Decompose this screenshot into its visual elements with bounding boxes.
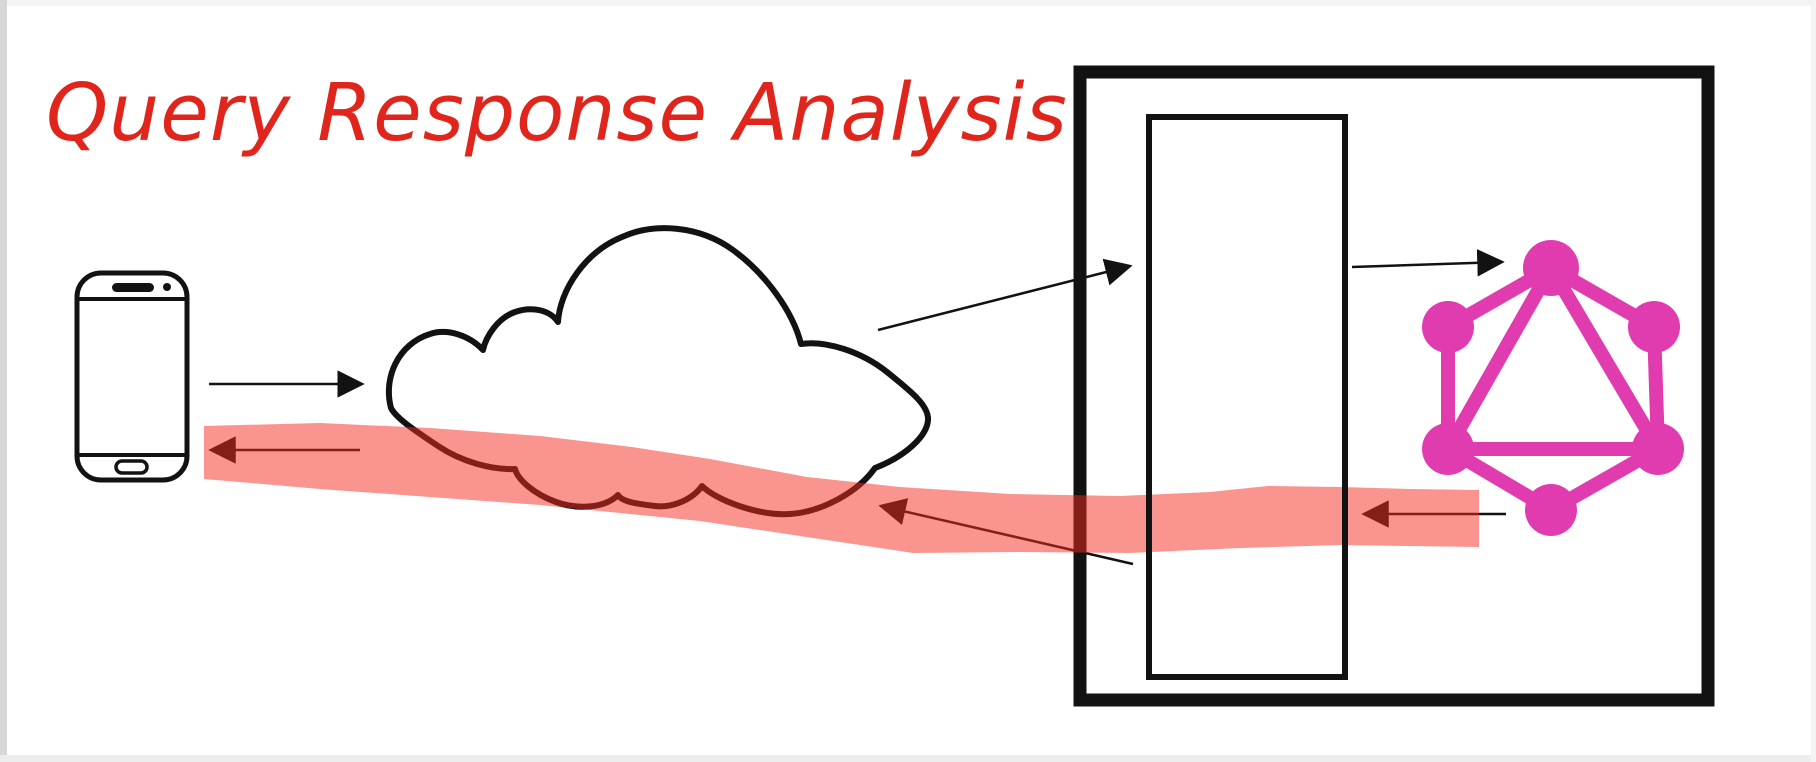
request-arrow-server-to-graphql	[1351, 249, 1505, 277]
frame-edge-right	[1811, 0, 1816, 762]
graphql-node-bottom	[1525, 484, 1577, 536]
request-arrow-cloud-to-server	[877, 258, 1133, 332]
frame-edge-bottom	[0, 755, 1816, 762]
graphql-node-lower-left	[1422, 423, 1474, 475]
graphql-logo-icon	[1422, 240, 1684, 536]
graphql-node-top	[1523, 240, 1579, 296]
response-path-highlight	[204, 423, 1479, 553]
server-boundary-box	[1073, 65, 1715, 707]
frame-edge-top	[0, 0, 1816, 6]
graphql-node-upper-right	[1628, 301, 1680, 353]
server-process-box	[1146, 114, 1348, 680]
frame-edge-left	[0, 0, 7, 762]
smartphone-icon	[74, 270, 190, 483]
phone-home-button	[114, 459, 149, 475]
diagram-title: Query Response Analysis	[46, 67, 1068, 159]
graphql-node-upper-left	[1422, 301, 1474, 353]
phone-body	[74, 270, 190, 483]
phone-speaker	[112, 283, 154, 292]
graphql-node-lower-right	[1632, 423, 1684, 475]
phone-camera-dot	[163, 283, 171, 291]
